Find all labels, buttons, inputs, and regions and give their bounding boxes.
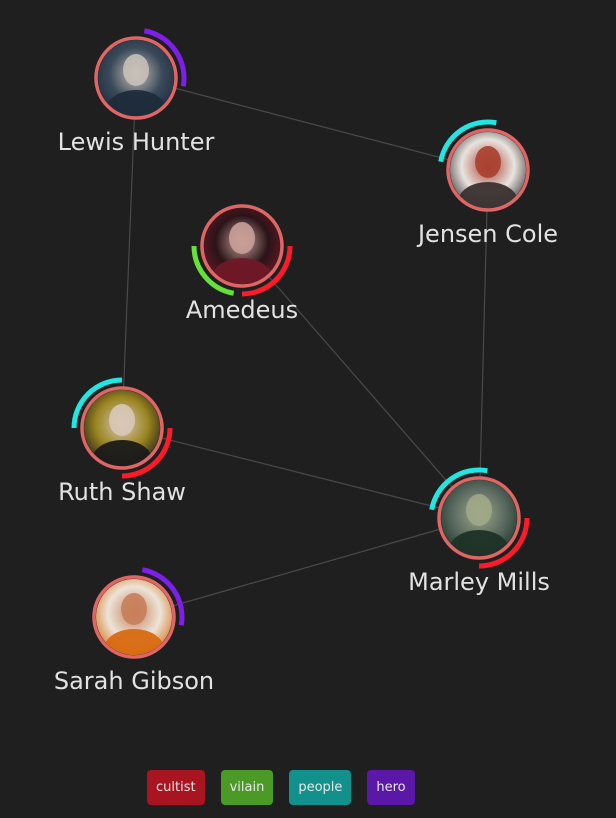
old-man-portrait-icon (98, 40, 174, 116)
tag-arc-people (429, 467, 488, 511)
woman-portrait-icon (84, 390, 160, 466)
edge-layer (121, 77, 489, 618)
avatar-ring (437, 476, 521, 560)
old-woman-portrait-icon (441, 480, 517, 556)
legend-hero-button[interactable]: hero (367, 770, 415, 805)
legend-vilain-button[interactable]: vilain (220, 770, 274, 805)
woman-orange-portrait-icon (96, 579, 172, 655)
avatar-ring (200, 204, 284, 288)
avatar-ring (92, 575, 176, 659)
node-label: Amedeus (186, 296, 298, 324)
node-amedeus[interactable]: Amedeus (186, 204, 298, 324)
category-legend: cultist vilain people hero (147, 770, 415, 805)
tag-arc-vilain (191, 245, 235, 296)
tag-arc-cultist (241, 245, 293, 297)
avatar-ring (446, 128, 530, 212)
node-ruth[interactable]: Ruth Shaw (58, 377, 186, 506)
edge-jensen-marley (478, 169, 489, 519)
legend-people-button[interactable]: people (289, 770, 352, 805)
edge-lewis-jensen (135, 77, 489, 171)
tag-arc-hero (141, 567, 185, 626)
node-jensen[interactable]: Jensen Cole (416, 119, 558, 248)
edge-amedeus-marley (241, 245, 480, 519)
avatar-ring (80, 386, 164, 470)
node-marley[interactable]: Marley Mills (408, 467, 550, 596)
edge-lewis-ruth (121, 77, 137, 429)
young-man-portrait-icon (450, 132, 526, 208)
node-label: Marley Mills (408, 568, 550, 596)
node-label: Sarah Gibson (54, 667, 214, 695)
legend-cultist-button[interactable]: cultist (147, 770, 205, 805)
node-lewis[interactable]: Lewis Hunter (58, 28, 215, 156)
node-label: Jensen Cole (416, 220, 558, 248)
avatar-ring (94, 36, 178, 120)
node-sarah[interactable]: Sarah Gibson (54, 567, 214, 695)
tag-arc-people (71, 377, 123, 429)
tag-arc-cultist (121, 427, 173, 479)
node-label: Lewis Hunter (58, 128, 215, 156)
hunched-figure-portrait-icon (204, 208, 280, 284)
edge-sarah-marley (133, 517, 480, 618)
tag-arc-hero (143, 28, 187, 87)
tag-arc-people (438, 119, 497, 163)
node-label: Ruth Shaw (58, 478, 186, 506)
edge-ruth-marley (121, 427, 480, 519)
tag-arc-cultist (478, 517, 530, 569)
